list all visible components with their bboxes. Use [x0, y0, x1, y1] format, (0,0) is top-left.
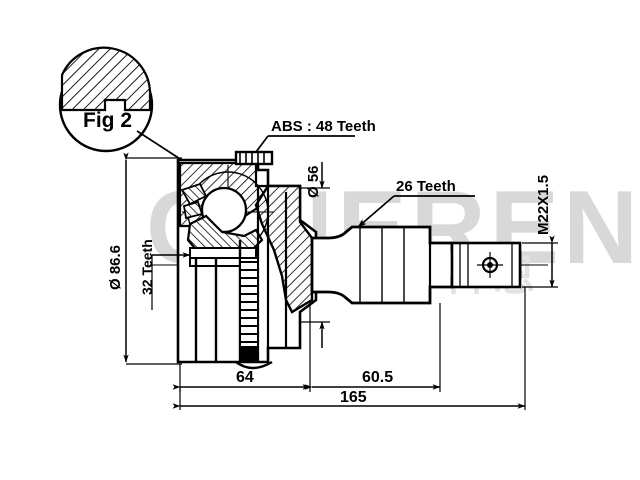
fig2-label: Fig 2	[83, 109, 133, 132]
cross-hole-feature	[477, 252, 503, 278]
dim-len-60-5	[304, 303, 441, 392]
dim-dia-56	[300, 162, 330, 348]
shaft-teeth-leader	[357, 195, 475, 228]
fig2-detail-circle	[58, 46, 192, 167]
shaft-teeth-label: 26 Teeth	[396, 178, 456, 195]
dim-thread-m22	[522, 235, 558, 288]
dim-len-60-5-label: 60.5	[362, 369, 394, 386]
dim-teeth-32	[151, 252, 191, 310]
cv-joint-body	[150, 150, 548, 370]
abs-teeth-label: ABS : 48 Teeth	[271, 118, 376, 135]
abs-tone-ring	[239, 257, 259, 363]
dim-len-165	[172, 287, 526, 410]
dim-len-165-label: 165	[340, 389, 367, 406]
dim-dia-56-label: Ø 56	[305, 165, 322, 198]
dim-dia-86-6-label: Ø 86.6	[107, 244, 124, 290]
dim-thread-m22-label: M22X1.5	[535, 174, 552, 235]
dim-len-64-label: 64	[236, 369, 254, 386]
dim-dia-86-6	[123, 152, 182, 365]
dim-teeth-32-label: 32 Teeth	[139, 239, 155, 295]
